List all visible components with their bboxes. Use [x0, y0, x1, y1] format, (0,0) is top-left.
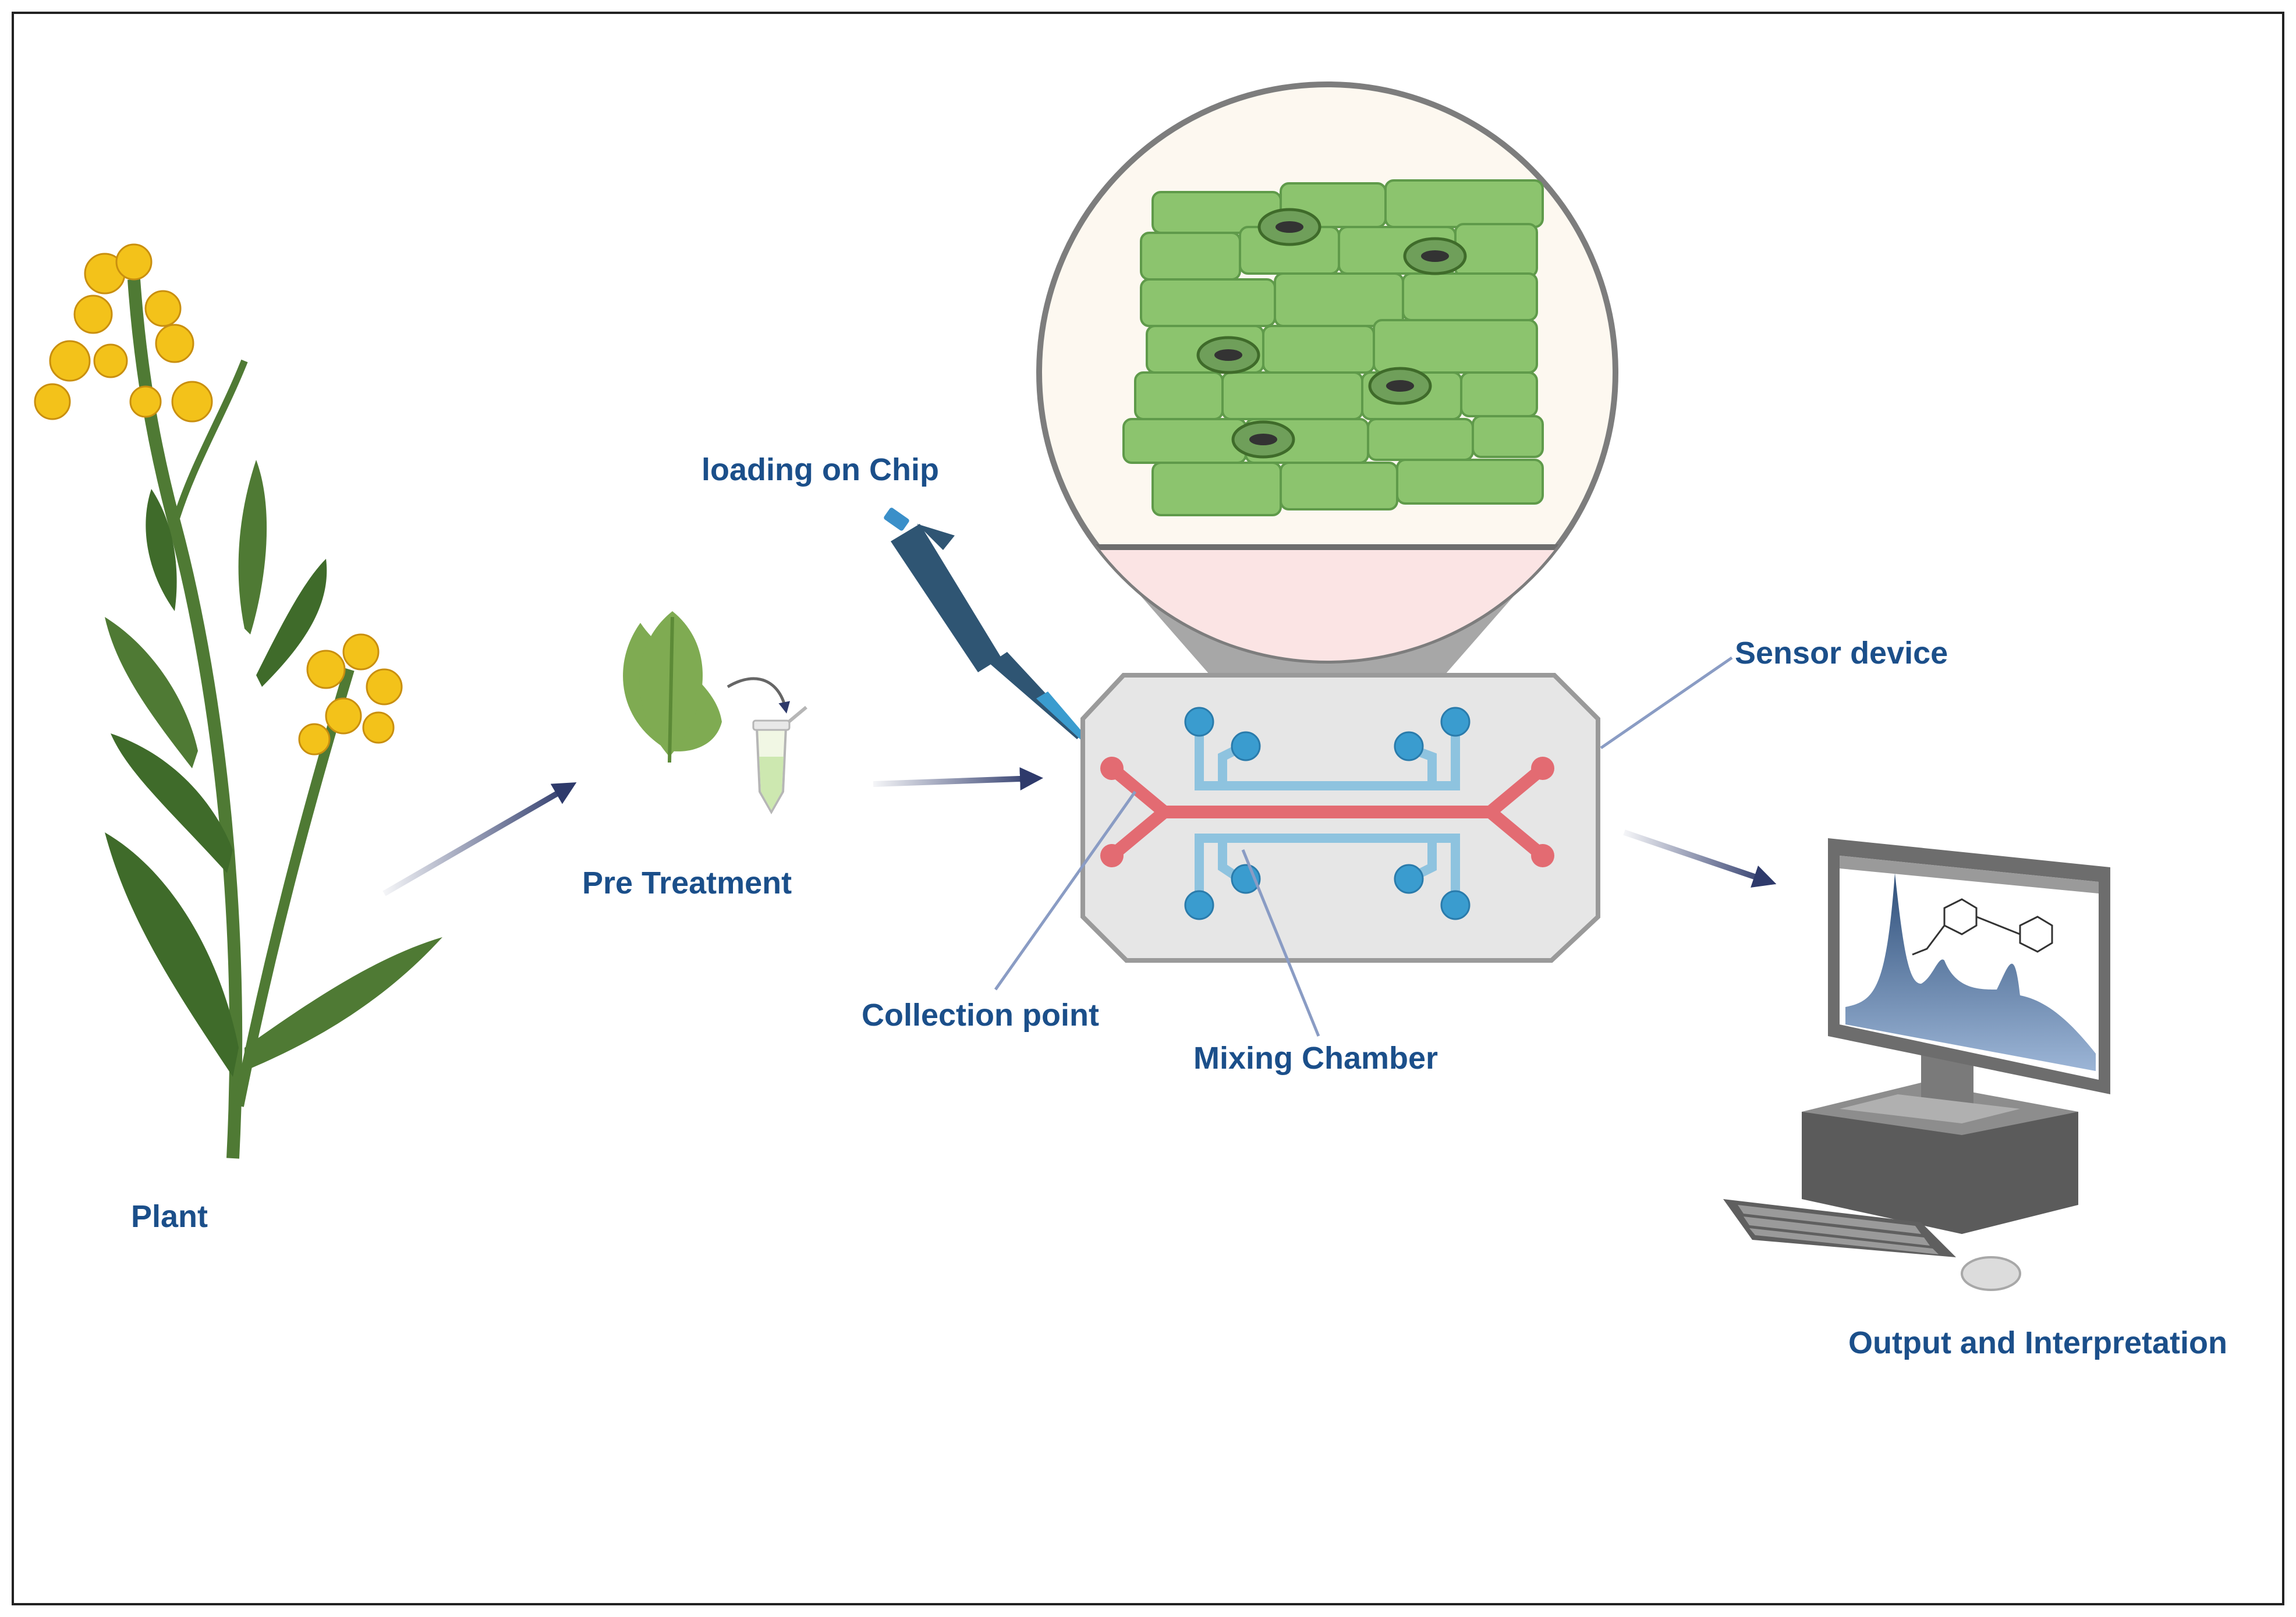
- sensor-device-leader: [1600, 656, 1733, 750]
- microfluidic-chip-icon: [1080, 673, 1600, 963]
- leaf-icon: [623, 611, 722, 763]
- transfer-arrow: [727, 677, 791, 714]
- plant-label: Plant: [131, 1199, 208, 1234]
- pre-treatment-label: Pre Treatment: [582, 866, 792, 900]
- figure-border: [12, 12, 2284, 1605]
- mixing-chamber-label: Mixing Chamber: [1193, 1041, 1438, 1076]
- rapeseed-plant-icon: [34, 243, 442, 1159]
- output-label: Output and Interpretation: [1848, 1325, 2227, 1360]
- loading-on-chip-label: loading on Chip: [701, 452, 939, 487]
- computer-icon: [1723, 838, 2110, 1291]
- collection-point-label: Collection point: [862, 998, 1099, 1033]
- arrow-plant-to-pretreatment: [382, 782, 577, 896]
- mixing-chamber-leader: [1241, 849, 1320, 1037]
- sensor-device-label: Sensor device: [1735, 636, 1948, 671]
- collection-point-leader: [994, 790, 1137, 991]
- arrow-pretreatment-to-chip: [873, 767, 1043, 790]
- pipette-icon: [884, 508, 1104, 771]
- arrow-chip-to-computer: [1623, 829, 1777, 888]
- leaf-cells-magnified-icon: [1036, 81, 1618, 664]
- sample-tube-icon: [752, 705, 807, 815]
